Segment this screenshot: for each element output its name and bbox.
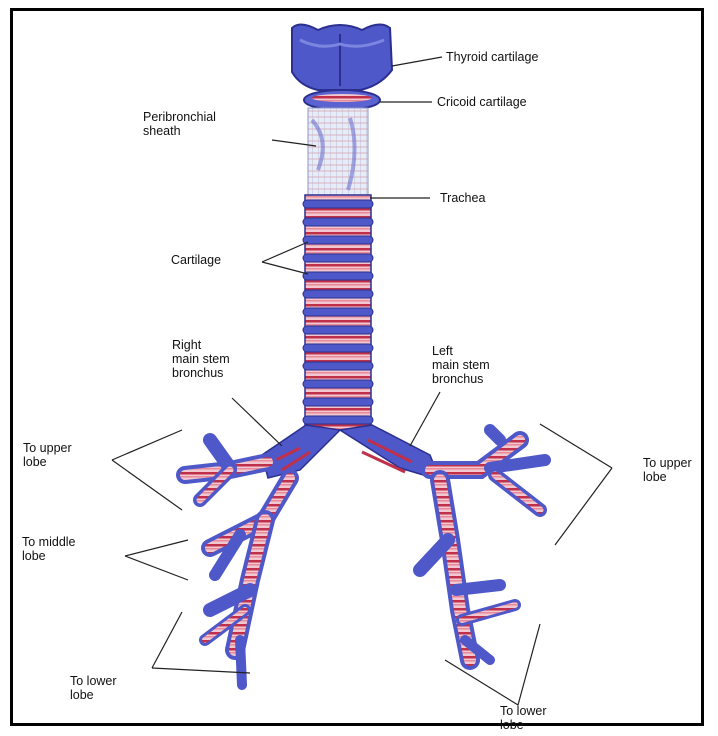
label-left-lower-lobe: To lower lobe bbox=[500, 704, 547, 732]
right-main-bronchus-shape bbox=[262, 425, 340, 478]
thyroid-cartilage-shape bbox=[292, 24, 392, 90]
label-trachea: Trachea bbox=[440, 191, 485, 205]
label-right-upper-lobe: To upper lobe bbox=[23, 441, 72, 469]
label-left-main-stem-bronchus: Left main stem bronchus bbox=[432, 344, 490, 386]
label-right-lower-lobe: To lower lobe bbox=[70, 674, 117, 702]
label-left-upper-lobe: To upper lobe bbox=[643, 456, 692, 484]
label-cartilage: Cartilage bbox=[171, 253, 221, 267]
label-cricoid-cartilage: Cricoid cartilage bbox=[437, 95, 527, 109]
peribronchial-sheath-shape bbox=[308, 108, 368, 198]
label-peribronchial-sheath: Peribronchial sheath bbox=[143, 110, 216, 138]
label-thyroid-cartilage: Thyroid cartilage bbox=[446, 50, 538, 64]
label-middle-lobe: To middle lobe bbox=[22, 535, 76, 563]
label-right-main-stem-bronchus: Right main stem bronchus bbox=[172, 338, 230, 380]
